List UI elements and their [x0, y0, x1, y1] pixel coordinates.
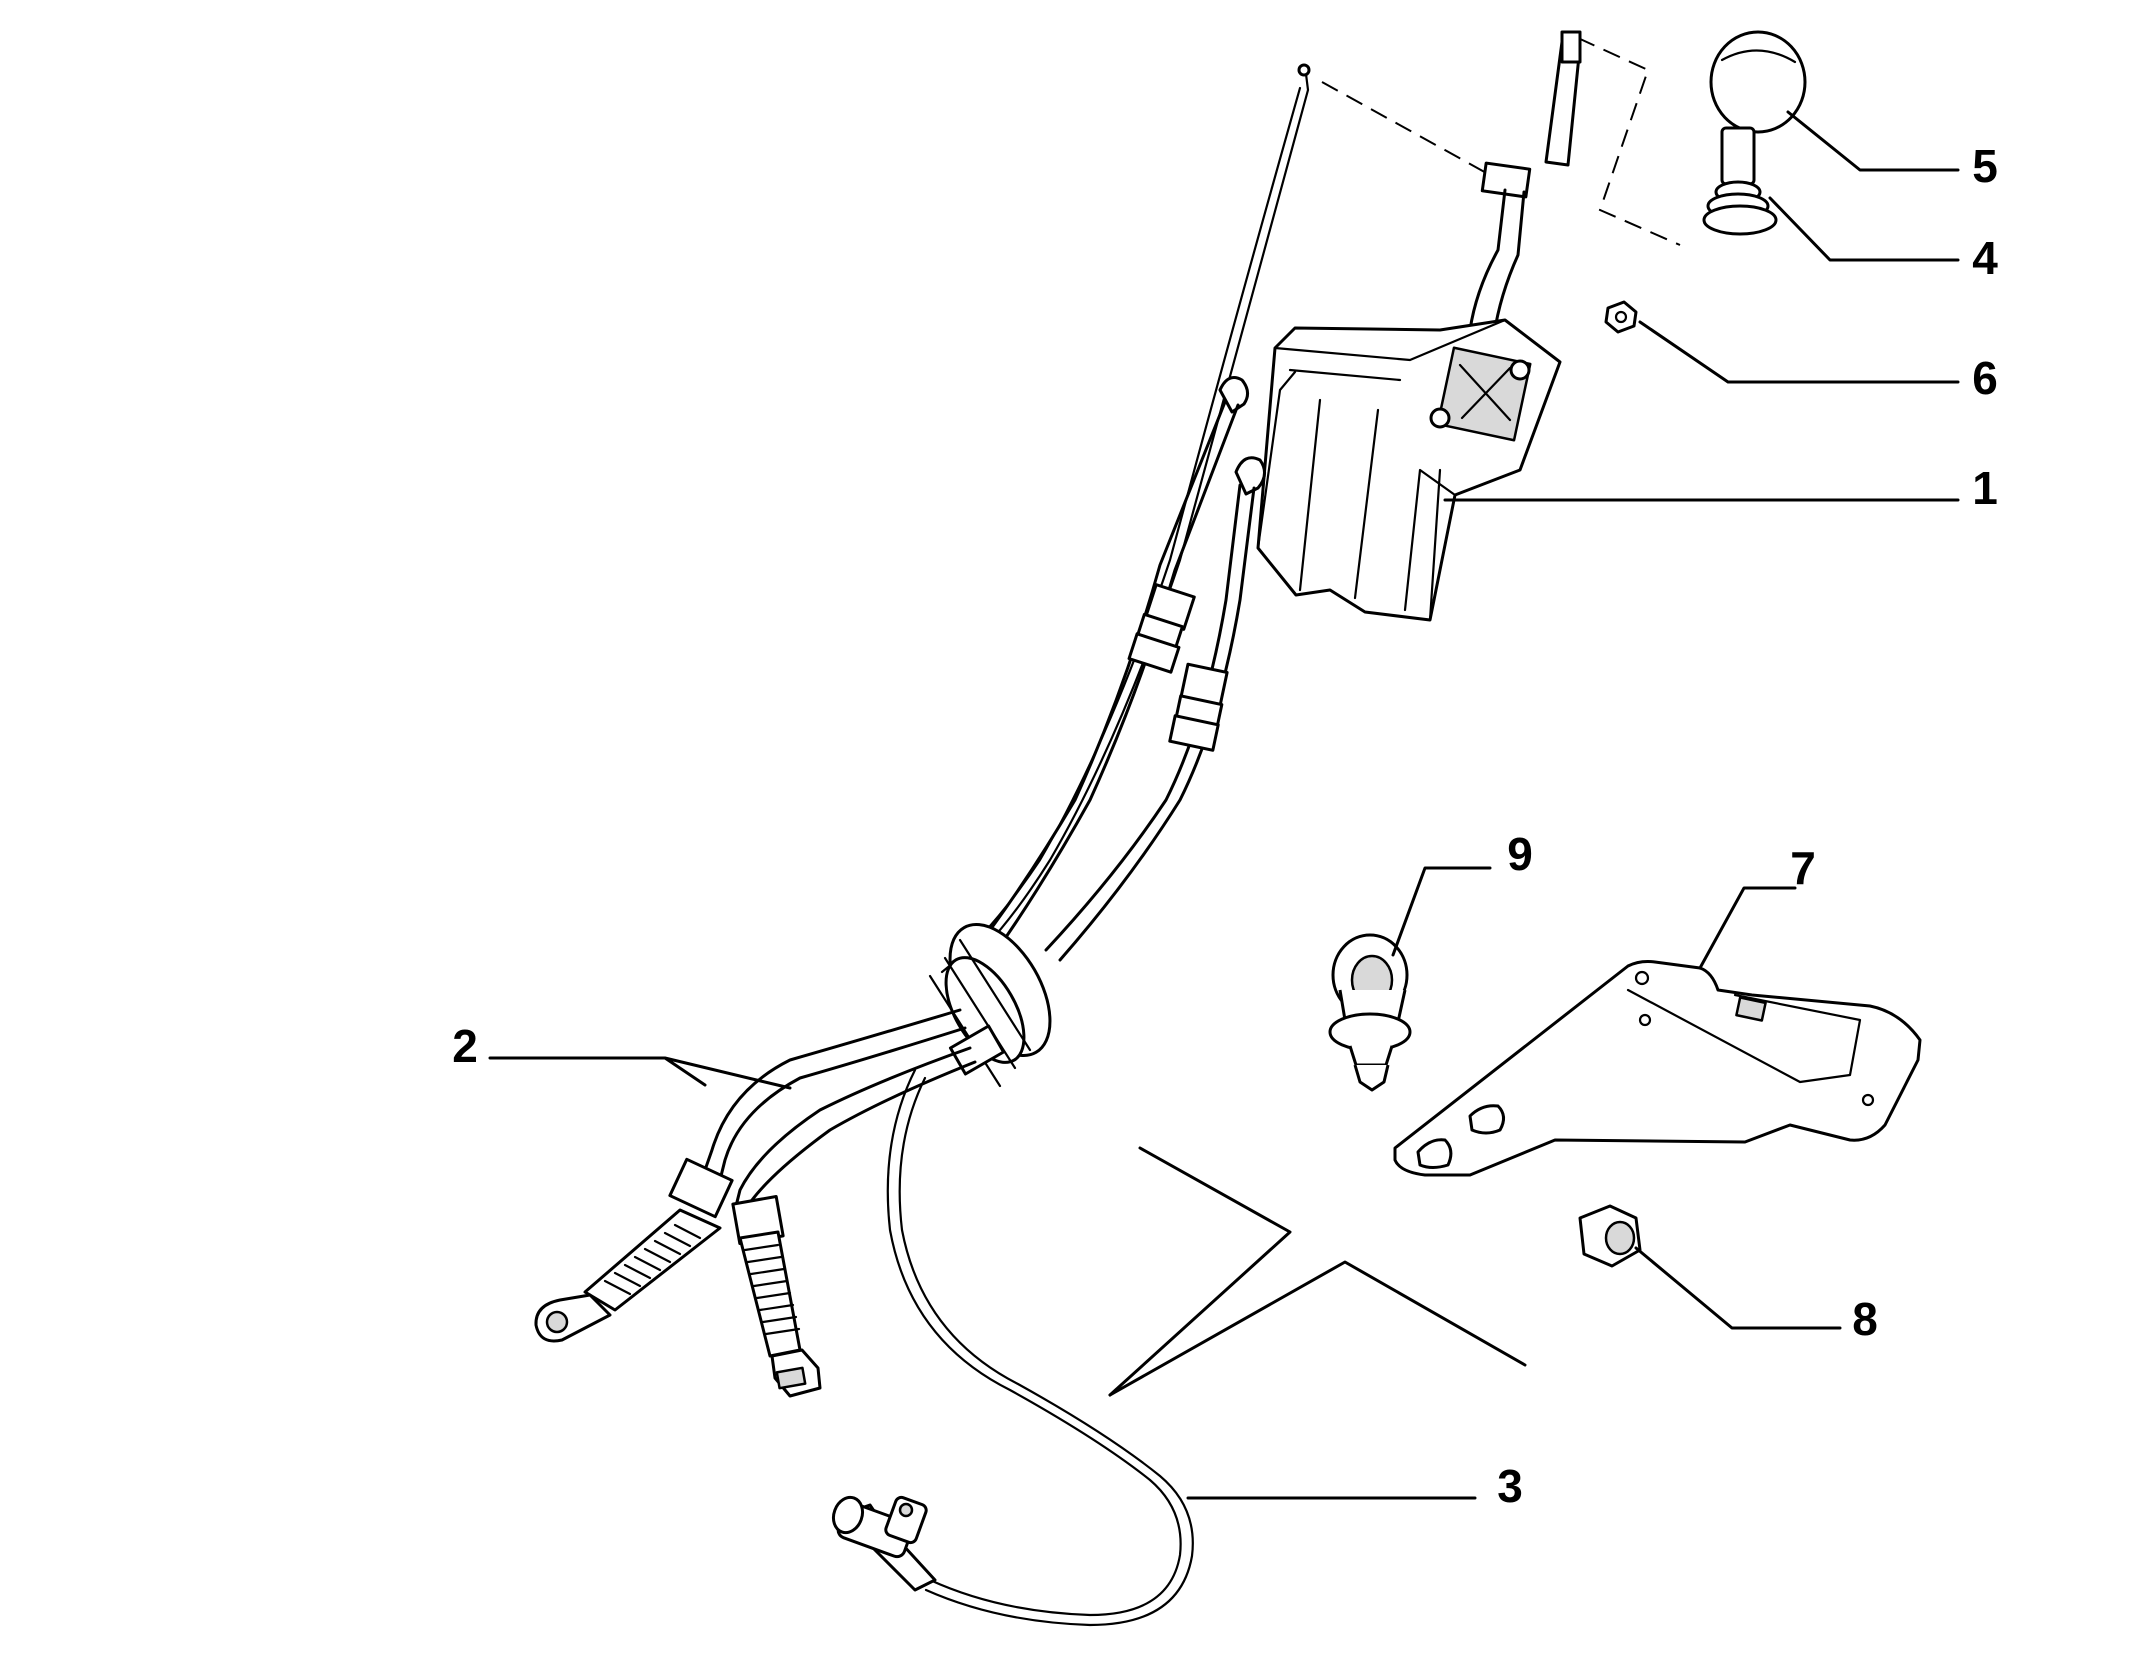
gear-lever-shaft — [1468, 30, 1582, 337]
callout-1: 1 — [1972, 462, 1998, 514]
part-5-gear-knob — [1709, 30, 1807, 134]
callout-3: 3 — [1497, 1460, 1523, 1512]
part-9-clip — [1328, 933, 1412, 1092]
callout-2: 2 — [452, 1020, 478, 1072]
callout-5: 5 — [1972, 140, 1998, 192]
reference-line-upper — [1108, 1146, 1292, 1397]
part-6-nut — [1604, 300, 1638, 334]
leader-line-4 — [1768, 196, 1960, 262]
leader-line-2 — [488, 1056, 792, 1090]
leader-line-7 — [1698, 886, 1797, 970]
part-8-nut — [1578, 1204, 1642, 1268]
callout-4: 4 — [1972, 232, 1998, 284]
callout-7: 7 — [1790, 842, 1816, 894]
leader-line-8 — [1634, 1246, 1842, 1330]
leader-line-5 — [1786, 110, 1960, 172]
part-2-shift-cables — [534, 63, 1311, 1398]
leader-line-6 — [1638, 320, 1960, 384]
reference-line-lower — [1108, 1260, 1527, 1397]
part-7-bracket — [1393, 960, 1922, 1177]
leader-line-9 — [1391, 866, 1492, 957]
part-4-knob-adapter — [1702, 126, 1778, 236]
callout-6: 6 — [1972, 352, 1998, 404]
callout-9: 9 — [1507, 828, 1533, 880]
cable-dashed-line — [1321, 81, 1491, 176]
assembly-dashed-line — [1577, 37, 1681, 246]
part-3-sensor-cable — [831, 1068, 1194, 1627]
part-1-lever-housing — [1256, 318, 1562, 622]
callout-8: 8 — [1852, 1293, 1878, 1345]
